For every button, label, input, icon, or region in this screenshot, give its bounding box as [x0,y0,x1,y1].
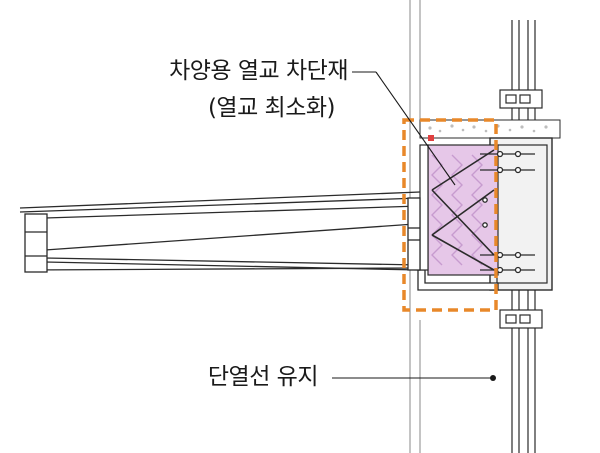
connection-plate [419,144,429,271]
leader-insulation [332,375,496,381]
leader-thermal-break [352,71,456,186]
highlight-dashed-box [402,118,498,312]
thermal-break-insulation [427,135,535,276]
insulation-line-label: 단열선 유지 [207,364,319,390]
mullion-cap-bottom [499,309,543,329]
thermal-break-label: 차양용 열교 차단재 [169,58,348,84]
slab-body [489,137,553,291]
mullion-cap-top [499,89,543,109]
slab-top [419,119,561,139]
thermal-break-sublabel: (열교 최소화) [207,95,336,121]
marker-red [428,135,434,141]
canopy [19,191,421,273]
